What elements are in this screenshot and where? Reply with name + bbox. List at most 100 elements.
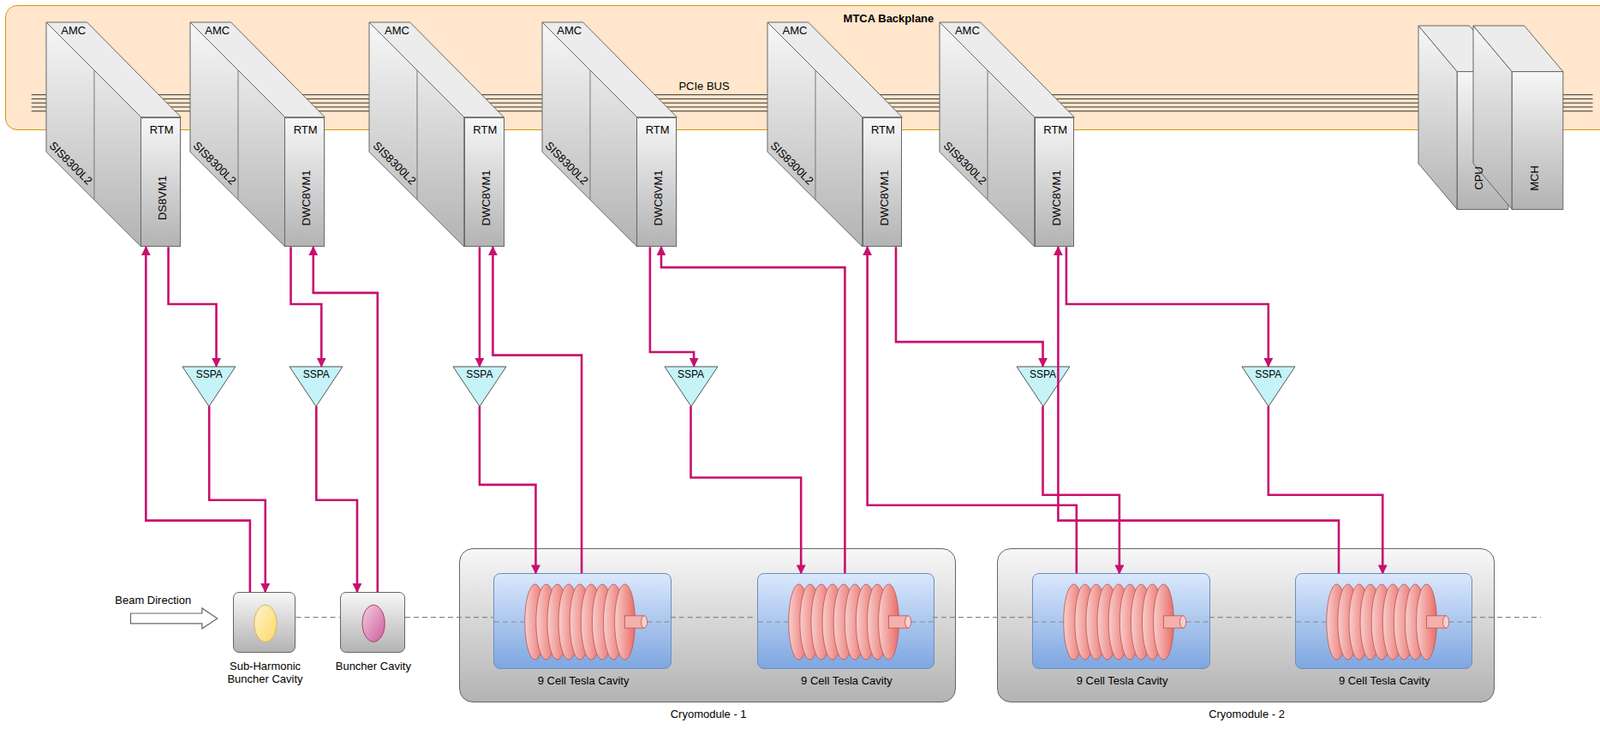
amplifier-symbol	[182, 366, 236, 406]
buncher-label: Buncher Cavity	[335, 660, 412, 674]
buncher-box: Sub-Harmonic Buncher Cavity	[232, 591, 297, 653]
sspa-box: SSPA	[289, 366, 343, 406]
buncher-box: Buncher Cavity	[340, 591, 406, 653]
amplifier-symbol	[664, 366, 718, 406]
beam-direction-arrow	[131, 608, 218, 629]
amplifier-symbol	[289, 366, 343, 406]
chassis-module-shape	[1473, 25, 1564, 209]
signal-connector	[867, 246, 1077, 574]
cryo-label: Cryomodule - 1	[670, 708, 747, 722]
sspa-label: SSPA	[465, 369, 493, 382]
beam-line-segment	[1032, 621, 1064, 623]
tesla-label: 9 Cell Tesla Cavity	[800, 674, 893, 688]
rtm-label: DWC8VM1	[652, 169, 666, 226]
chassis-label: MCH	[1528, 166, 1541, 192]
beam-line-segment	[910, 621, 936, 623]
rtm-label: DWC8VM1	[480, 169, 494, 226]
rtm-box: RTM DWC8VM1	[636, 117, 676, 247]
tesla-label: 9 Cell Tesla Cavity	[1338, 674, 1431, 688]
rtm-label: RTM	[293, 124, 318, 138]
tesla-cavity-illustration	[494, 573, 672, 670]
signal-connector	[1268, 405, 1383, 574]
signal-connector	[691, 405, 802, 574]
beam-line-segment	[1448, 621, 1474, 623]
rtm-label: RTM	[149, 124, 174, 138]
tesla-cavity-illustration	[1295, 573, 1474, 670]
backplane-label: MTCA Backplane	[843, 12, 935, 26]
signal-connector	[478, 246, 482, 366]
cavity-ellipse	[253, 604, 276, 642]
sspa-box: SSPA	[453, 366, 507, 406]
tesla-box: 9 Cell Tesla Cavity	[1295, 573, 1473, 669]
amc-top-face	[767, 22, 902, 118]
buncher-label: Sub-Harmonic Buncher Cavity	[209, 660, 322, 687]
buncher-cavity-icon	[233, 592, 298, 654]
amc-label: AMC	[60, 23, 86, 37]
rtm-label: DWC8VM1	[877, 169, 891, 226]
signal-connector	[291, 246, 323, 366]
rtm-label: DS8VM1	[156, 175, 170, 221]
amc-label: AMC	[556, 23, 582, 37]
tesla-box: 9 Cell Tesla Cavity	[1032, 573, 1210, 669]
amc-label: AMC	[782, 23, 808, 37]
cryo-box: Cryomodule - 19 Cell Tesla Cavity9 Cell …	[459, 548, 956, 703]
rtm-box: RTM DWC8VM1	[1034, 117, 1075, 247]
rtm-label: RTM	[645, 124, 670, 138]
sspa-label: SSPA	[196, 369, 223, 382]
cavity-ellipse	[362, 604, 385, 642]
beam-line-segment	[296, 616, 341, 618]
rtm-box: RTMDWC8VM1	[862, 117, 902, 247]
signal-connector	[650, 246, 694, 366]
rtm-label: RTM	[1043, 124, 1068, 138]
tesla-label: 9 Cell Tesla Cavity	[1076, 674, 1169, 688]
signal-connector	[661, 246, 845, 574]
rtm-box: RTM DS8VM1	[140, 117, 180, 247]
cryo-label: Cryomodule - 2	[1208, 708, 1285, 722]
sspa-label: SSPA	[1029, 369, 1057, 382]
sspa-label: SSPA	[677, 369, 705, 382]
rtm-box: RTM DWC8VM1	[284, 117, 324, 247]
signal-connector	[1066, 246, 1269, 366]
sspa-box: SSPA	[1241, 366, 1296, 406]
rtm-label: RTM	[472, 124, 497, 138]
beam-tube-end	[904, 615, 911, 628]
beam-label: Beam Direction	[112, 593, 194, 607]
amplifier-symbol	[1016, 366, 1070, 406]
beam-tube-end	[1442, 615, 1449, 628]
signal-connector	[313, 246, 378, 592]
bus-label: PCIe BUS	[675, 80, 732, 94]
amc-top-face	[369, 22, 504, 118]
beam-line-segment	[647, 621, 673, 623]
beam-line-segment	[494, 621, 526, 623]
amplifier-symbol	[1241, 366, 1296, 406]
chassis-label: CPU	[1473, 167, 1487, 191]
amc-divider	[814, 70, 816, 200]
beam-line-segment	[758, 621, 789, 623]
tesla-box: 9 Cell Tesla Cavity	[493, 573, 671, 669]
signal-connector	[208, 405, 266, 592]
amc-top-face	[542, 22, 677, 118]
amc-label: AMC	[384, 23, 410, 37]
beam-line-segment	[932, 616, 1033, 618]
module-top-face	[1473, 25, 1564, 72]
signal-connector	[1043, 405, 1120, 574]
amc-divider	[987, 70, 989, 200]
signal-connector	[479, 405, 537, 574]
beam-tube-end	[641, 615, 648, 628]
signal-connector	[895, 246, 1044, 366]
amc-label: AMC	[204, 23, 230, 37]
beam-line-segment	[1209, 616, 1295, 618]
beam-tube-end	[1180, 615, 1187, 628]
signal-connector	[1057, 246, 1339, 574]
rtm-label: DWC8VM1	[300, 169, 314, 226]
beam-line-segment	[1186, 621, 1212, 623]
chassis-box: MCH	[1473, 25, 1564, 209]
beam-line	[296, 616, 1541, 618]
amc-top-face	[46, 22, 181, 118]
tesla-cavity-illustration	[1032, 573, 1211, 670]
sspa-label: SSPA	[303, 369, 330, 382]
amc-divider	[417, 70, 418, 200]
rtm-label: DWC8VM1	[1050, 169, 1064, 226]
beam-line-segment	[670, 616, 757, 618]
sspa-box: SSPA	[1016, 366, 1070, 406]
